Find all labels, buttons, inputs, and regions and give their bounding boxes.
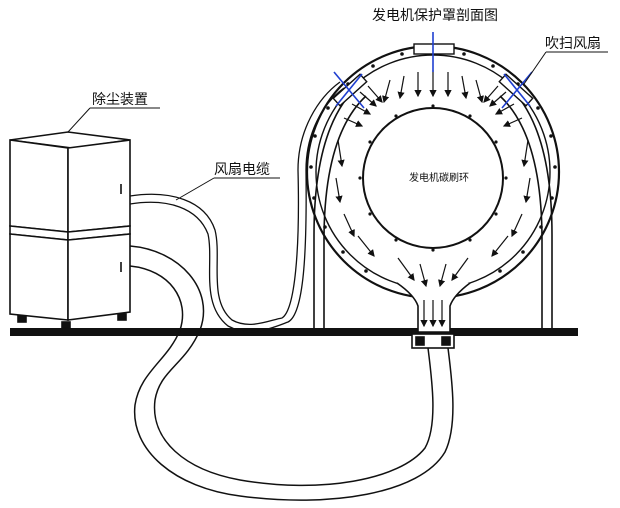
blowing-fan-left — [332, 71, 368, 109]
protection-cover-section-label: 发电机保护罩剖面图 — [372, 8, 498, 24]
ground-line — [10, 328, 578, 336]
leader-lines — [67, 51, 608, 201]
fan-cable-label: 风扇电缆 — [214, 162, 270, 178]
blowing-fan-right — [498, 71, 534, 109]
airflow-arrows — [335, 70, 531, 328]
carbon-brush-ring — [358, 104, 508, 252]
carbon-brush-ring-label: 发电机碳刷环 — [409, 171, 469, 184]
dust-removal-device-label: 除尘装置 — [92, 92, 148, 108]
exhaust-hose — [129, 245, 454, 501]
ring-bolts — [358, 104, 508, 252]
blowing-fan-label: 吹扫风扇 — [545, 36, 601, 52]
dust-removal-device — [9, 131, 131, 329]
blowing-fan-top — [413, 32, 455, 72]
